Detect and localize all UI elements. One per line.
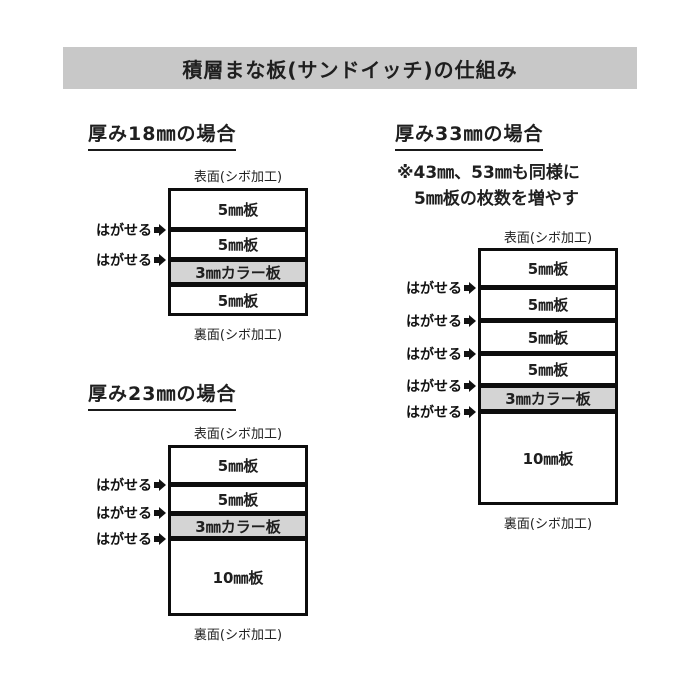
layer-3mm-color: 3㎜カラー板 [481, 388, 615, 414]
peel-label: はがせる [96, 223, 152, 239]
right-arrow-icon [464, 282, 476, 294]
right-arrow-icon [464, 348, 476, 360]
peel-indicator: はがせる [92, 504, 166, 522]
peel-label: はがせる [96, 532, 152, 548]
right-arrow-icon [464, 315, 476, 327]
peel-label: はがせる [96, 478, 152, 494]
right-arrow-icon [464, 406, 476, 418]
header-bar: 積層まな板(サンドイッチ)の仕組み [63, 47, 637, 89]
layer-stack-23mm: 5㎜板 5㎜板 3㎜カラー板 10㎜板 [168, 445, 308, 616]
peel-indicator: はがせる [92, 476, 166, 494]
note-line-1: ※43㎜、53㎜も同様に [397, 163, 580, 183]
peel-label: はがせる [96, 253, 152, 269]
right-arrow-icon [154, 254, 166, 266]
peel-indicator: はがせる [402, 403, 476, 421]
layer-10mm: 10㎜板 [481, 414, 615, 502]
layer-5mm: 5㎜板 [481, 290, 615, 323]
layer-5mm: 5㎜板 [171, 287, 305, 313]
peel-label: はがせる [406, 281, 462, 297]
diagram-33mm-title: 厚み33㎜の場合 [395, 119, 544, 151]
peel-indicator: はがせる [402, 377, 476, 395]
layer-5mm: 5㎜板 [481, 251, 615, 290]
right-arrow-icon [154, 533, 166, 545]
layer-stack-18mm: 5㎜板 5㎜板 3㎜カラー板 5㎜板 [168, 188, 308, 316]
back-face-label: 裏面(シボ加工) [193, 328, 283, 343]
layer-5mm: 5㎜板 [481, 323, 615, 356]
right-arrow-icon [154, 224, 166, 236]
layer-10mm: 10㎜板 [171, 541, 305, 613]
layer-3mm-color: 3㎜カラー板 [171, 262, 305, 287]
right-arrow-icon [154, 507, 166, 519]
peel-label: はがせる [406, 379, 462, 395]
peel-indicator: はがせる [92, 251, 166, 269]
right-arrow-icon [464, 380, 476, 392]
peel-indicator: はがせる [402, 345, 476, 363]
page-title: 積層まな板(サンドイッチ)の仕組み [182, 57, 518, 82]
peel-indicator: はがせる [92, 221, 166, 239]
layer-5mm: 5㎜板 [481, 356, 615, 388]
layer-5mm: 5㎜板 [171, 448, 305, 487]
front-face-label: 表面(シボ加工) [193, 427, 283, 442]
peel-label: はがせる [406, 347, 462, 363]
peel-label: はがせる [406, 405, 462, 421]
layer-stack-33mm: 5㎜板 5㎜板 5㎜板 5㎜板 3㎜カラー板 10㎜板 [478, 248, 618, 505]
note-text: ※43㎜、53㎜も同様に 5㎜板の枚数を増やす [397, 160, 580, 213]
layer-3mm-color: 3㎜カラー板 [171, 516, 305, 541]
layer-5mm: 5㎜板 [171, 232, 305, 262]
peel-indicator: はがせる [92, 530, 166, 548]
note-line-2: 5㎜板の枚数を増やす [414, 189, 579, 210]
peel-label: はがせる [406, 314, 462, 330]
front-face-label: 表面(シボ加工) [193, 170, 283, 185]
right-arrow-icon [154, 479, 166, 491]
peel-indicator: はがせる [402, 312, 476, 330]
back-face-label: 裏面(シボ加工) [193, 628, 283, 643]
front-face-label: 表面(シボ加工) [503, 231, 593, 246]
back-face-label: 裏面(シボ加工) [503, 517, 593, 532]
peel-label: はがせる [96, 506, 152, 522]
diagram-23mm-title: 厚み23㎜の場合 [88, 379, 237, 411]
layer-5mm: 5㎜板 [171, 191, 305, 232]
layer-5mm: 5㎜板 [171, 487, 305, 516]
peel-indicator: はがせる [402, 279, 476, 297]
diagram-18mm-title: 厚み18㎜の場合 [88, 119, 237, 151]
